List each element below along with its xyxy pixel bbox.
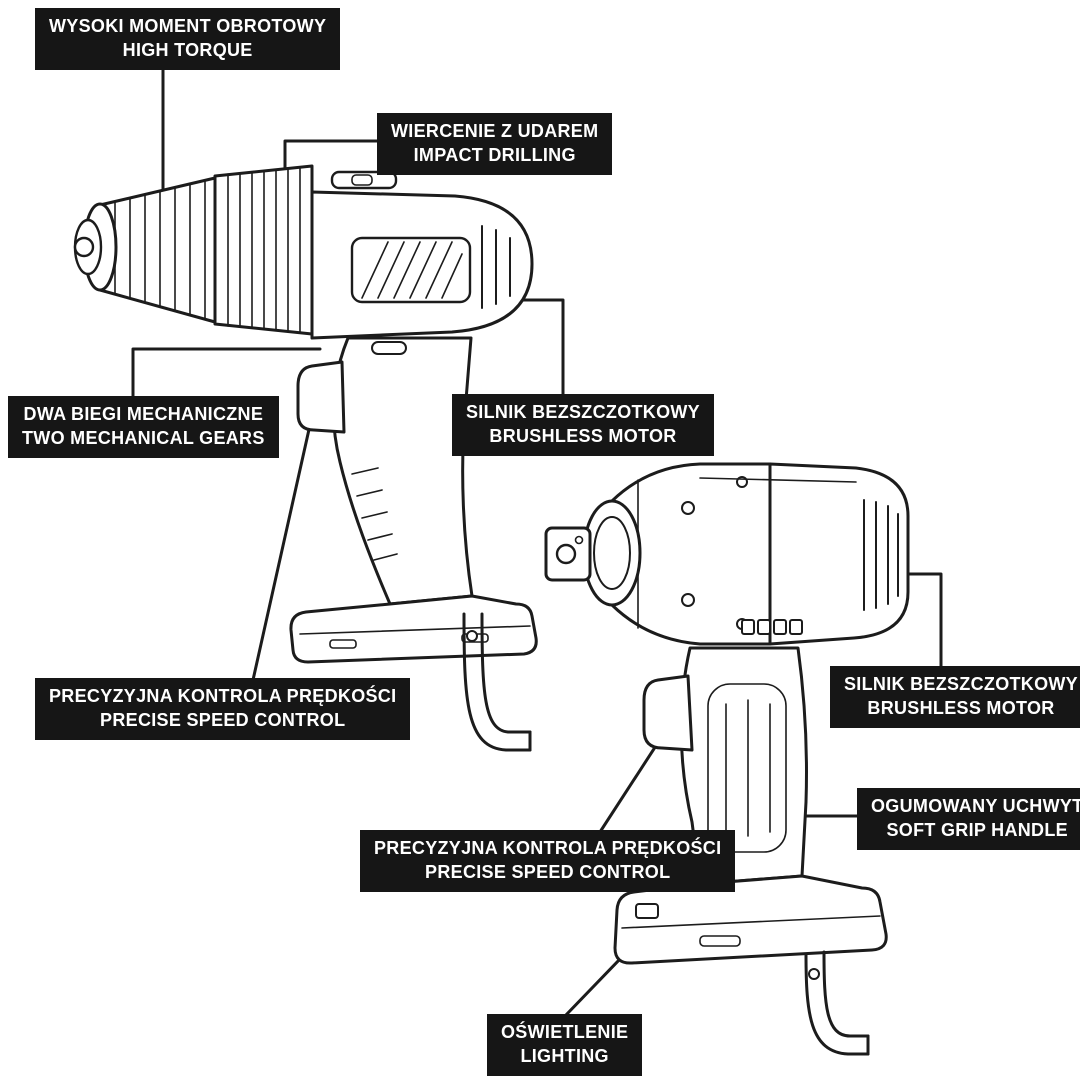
label-brushless-motor-impact: SILNIK BEZSZCZOTKOWY BRUSHLESS MOTOR [830, 666, 1080, 728]
label-impact-drilling: WIERCENIE Z UDAREM IMPACT DRILLING [377, 113, 613, 175]
label-brushless-motor-drill: SILNIK BEZSZCZOTKOWY BRUSHLESS MOTOR [452, 394, 714, 456]
impact-wrench-illustration [544, 462, 910, 1056]
drill-driver-illustration [73, 164, 538, 752]
label-lighting-en: LIGHTING [520, 1045, 609, 1066]
label-speed-control-drill-pl: PRECYZYJNA KONTROLA PRĘDKOŚCI [49, 686, 397, 706]
label-two-gears-pl: DWA BIEGI MECHANICZNE [23, 404, 264, 424]
label-speed-control-drill-en: PRECISE SPEED CONTROL [100, 709, 346, 730]
leader-line-brushless-drill [505, 298, 565, 398]
label-brushless-motor-impact-en: BRUSHLESS MOTOR [867, 697, 1055, 718]
label-brushless-motor-drill-pl: SILNIK BEZSZCZOTKOWY [466, 402, 700, 422]
leader-lines [131, 62, 943, 1018]
leader-line-two-gears [131, 347, 322, 400]
label-high-torque-pl: WYSOKI MOMENT OBROTOWY [49, 16, 327, 36]
label-high-torque-en: HIGH TORQUE [122, 39, 253, 60]
label-speed-control-impact: PRECYZYJNA KONTROLA PRĘDKOŚCI PRECISE SP… [360, 830, 736, 892]
label-speed-control-impact-en: PRECISE SPEED CONTROL [425, 861, 671, 882]
leader-line-speed-control-drill [251, 414, 314, 682]
label-lighting-pl: OŚWIETLENIE [501, 1022, 629, 1042]
label-speed-control-drill: PRECYZYJNA KONTROLA PRĘDKOŚCI PRECISE SP… [35, 678, 411, 740]
label-soft-grip: OGUMOWANY UCHWYT SOFT GRIP HANDLE [857, 788, 1080, 850]
label-high-torque: WYSOKI MOMENT OBROTOWY HIGH TORQUE [35, 8, 341, 70]
label-two-gears: DWA BIEGI MECHANICZNE TWO MECHANICAL GEA… [8, 396, 279, 458]
label-impact-drilling-pl: WIERCENIE Z UDAREM [391, 121, 599, 141]
label-soft-grip-en: SOFT GRIP HANDLE [886, 819, 1068, 840]
label-two-gears-en: TWO MECHANICAL GEARS [22, 427, 265, 448]
label-speed-control-impact-pl: PRECYZYJNA KONTROLA PRĘDKOŚCI [374, 838, 722, 858]
label-brushless-motor-drill-en: BRUSHLESS MOTOR [489, 425, 677, 446]
label-lighting: OŚWIETLENIE LIGHTING [487, 1014, 643, 1076]
label-brushless-motor-impact-pl: SILNIK BEZSZCZOTKOWY [844, 674, 1078, 694]
label-soft-grip-pl: OGUMOWANY UCHWYT [871, 796, 1080, 816]
label-impact-drilling-en: IMPACT DRILLING [413, 144, 576, 165]
